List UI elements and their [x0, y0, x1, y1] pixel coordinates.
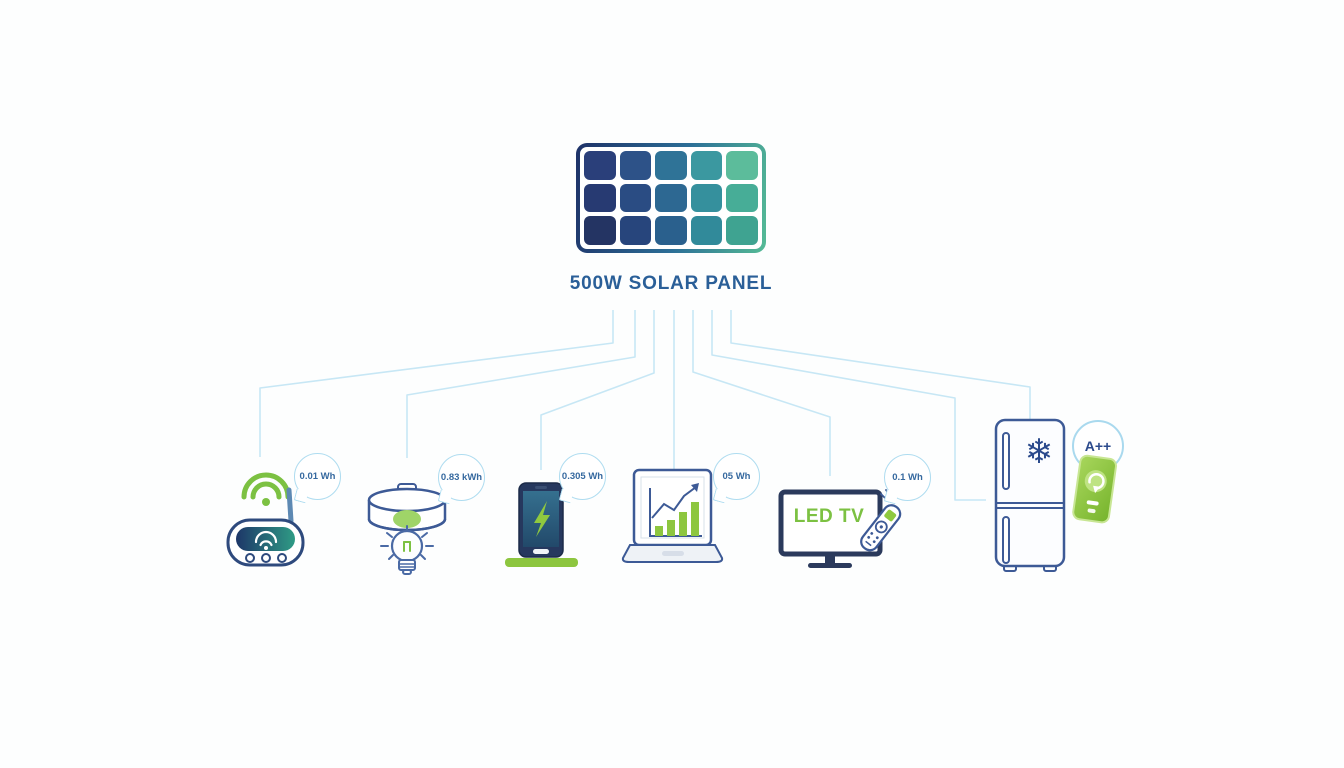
- remote-control-icon: [860, 504, 902, 552]
- solar-cell: [584, 151, 616, 180]
- light-glow: [393, 510, 421, 528]
- refrigerator-icon: ❄: [994, 418, 1066, 572]
- lightning-bolt-icon: [534, 501, 550, 537]
- device-ceiling-light: [363, 482, 455, 587]
- line-to-tv: [692, 310, 831, 476]
- device-led-tv: [778, 488, 938, 585]
- solar-cell: [619, 216, 652, 245]
- line-to-router: [259, 310, 614, 457]
- solar-panel-label: 500W SOLAR PANEL: [569, 273, 773, 294]
- power-bubble-light: 0.83 kWh: [437, 454, 485, 505]
- solar-cell: [726, 151, 758, 180]
- antenna: [286, 487, 294, 524]
- line-to-fridge: [730, 310, 1031, 419]
- solar-cell: [655, 183, 687, 213]
- line-to-fridge-side: [711, 310, 986, 501]
- power-value: 0.1 Wh: [892, 472, 923, 483]
- energy-label-icon: [1072, 454, 1117, 524]
- device-laptop: [620, 466, 725, 571]
- tv-screen-text: LED TV: [793, 506, 865, 527]
- solar-cell: [584, 183, 616, 213]
- power-value: 05 Wh: [722, 471, 751, 482]
- wifi-signal-icon: [241, 472, 291, 500]
- solar-cell: [690, 151, 723, 180]
- power-value: 0.83 kWh: [440, 472, 483, 483]
- charging-base: [505, 558, 578, 567]
- device-wifi-router: [212, 448, 322, 583]
- power-bubble-tv: 0.1 Wh: [883, 454, 931, 505]
- line-to-light: [406, 310, 636, 458]
- device-refrigerator: ❄: [990, 415, 1072, 580]
- bulb-icon: [380, 525, 434, 575]
- led-tv-icon: [778, 489, 902, 568]
- solar-cell: [619, 183, 652, 213]
- solar-cell: [690, 183, 723, 213]
- growth-chart-icon: [649, 483, 702, 537]
- power-value: 0.01 Wh: [299, 471, 336, 482]
- solar-cell: [619, 151, 652, 180]
- solar-cell: [726, 216, 758, 245]
- power-value: 0.305 Wh: [561, 471, 604, 482]
- snowflake-icon: ❄: [1025, 433, 1054, 471]
- laptop-chart-icon: [621, 468, 724, 563]
- solar-cell: [655, 216, 687, 245]
- device-smartphone: [503, 481, 585, 576]
- energy-label-tag: [1067, 452, 1121, 534]
- solar-cell: [584, 216, 616, 245]
- energy-rating-value: A++: [1084, 438, 1112, 454]
- power-bubble-router: 0.01 Wh: [293, 453, 341, 504]
- wifi-router-icon: [226, 472, 305, 567]
- solar-panel: [576, 143, 766, 253]
- line-to-phone: [540, 310, 655, 470]
- solar-cell: [655, 151, 687, 180]
- power-bubble-laptop: 05 Wh: [712, 453, 760, 504]
- solar-panel-grid: [580, 147, 762, 249]
- solar-cell: [690, 216, 723, 245]
- ceiling-light-bulb-icon: [367, 483, 447, 575]
- smartphone-charging-icon: [505, 482, 578, 567]
- power-bubble-phone: 0.305 Wh: [558, 453, 606, 504]
- solar-cell: [726, 183, 758, 213]
